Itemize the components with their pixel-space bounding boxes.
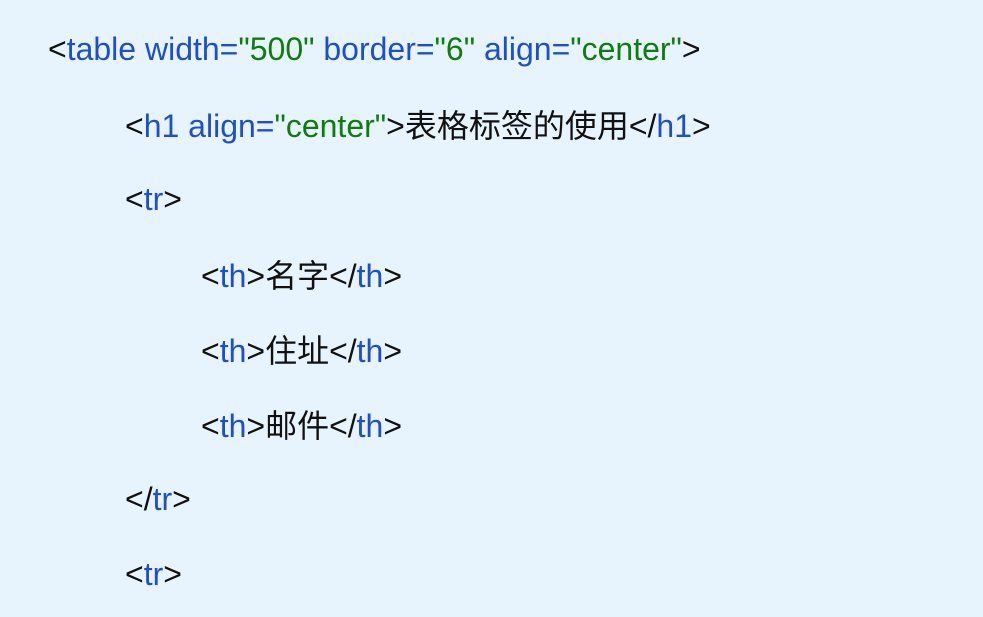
code-token: h1 xyxy=(656,108,692,144)
code-token: > xyxy=(163,556,182,592)
code-line-1: <table width="500" border="6" align="cen… xyxy=(48,29,701,69)
code-token: > xyxy=(681,31,701,67)
code-token: 住址 xyxy=(265,333,330,369)
code-token: align= xyxy=(179,108,275,144)
code-token: "500" xyxy=(238,31,315,67)
code-token: </ xyxy=(329,408,357,444)
code-token: border= xyxy=(314,31,435,67)
code-token: < xyxy=(201,333,220,369)
code-token: </ xyxy=(329,258,357,294)
code-token: th xyxy=(356,333,384,369)
code-line-8: <tr> xyxy=(125,554,182,594)
code-token: tr xyxy=(143,556,164,592)
code-token: > xyxy=(386,108,405,144)
code-token: < xyxy=(201,258,220,294)
code-token: < xyxy=(125,108,144,144)
code-token: > xyxy=(692,108,711,144)
code-line-5: <th>住址</th> xyxy=(201,331,402,371)
code-token: table xyxy=(66,31,137,67)
code-token: "6" xyxy=(434,31,476,67)
code-token: < xyxy=(201,408,220,444)
code-token: th xyxy=(356,258,384,294)
code-token: < xyxy=(125,556,144,592)
code-token: th xyxy=(219,258,247,294)
code-token: tr xyxy=(143,181,164,217)
code-token: th xyxy=(356,408,384,444)
code-line-7: </tr> xyxy=(125,479,191,519)
code-token: h1 xyxy=(143,108,180,144)
code-token: 表格标签的使用 xyxy=(404,108,629,144)
code-token: > xyxy=(246,333,266,369)
code-token: > xyxy=(246,408,266,444)
code-token: width= xyxy=(136,31,239,67)
code-token: > xyxy=(246,258,266,294)
code-token: > xyxy=(383,258,403,294)
code-line-3: <tr> xyxy=(125,179,182,219)
code-token: align= xyxy=(475,31,571,67)
code-token: </ xyxy=(329,333,357,369)
code-token: > xyxy=(383,408,403,444)
code-token: th xyxy=(219,408,247,444)
code-line-4: <th>名字</th> xyxy=(201,256,402,296)
code-token: "center" xyxy=(274,108,387,144)
code-token: > xyxy=(172,481,191,517)
code-token: 名字 xyxy=(265,258,330,294)
code-token: > xyxy=(163,181,182,217)
code-token: tr xyxy=(152,481,173,517)
code-token: </ xyxy=(628,108,657,144)
code-line-6: <th>邮件</th> xyxy=(201,406,402,446)
code-line-2: <h1 align="center">表格标签的使用</h1> xyxy=(125,106,711,146)
code-token: "center" xyxy=(570,31,682,67)
code-token: > xyxy=(383,333,403,369)
code-token: < xyxy=(48,31,67,67)
code-token: th xyxy=(219,333,247,369)
code-token: 邮件 xyxy=(265,408,330,444)
code-token: < xyxy=(125,181,144,217)
code-token: </ xyxy=(125,481,153,517)
